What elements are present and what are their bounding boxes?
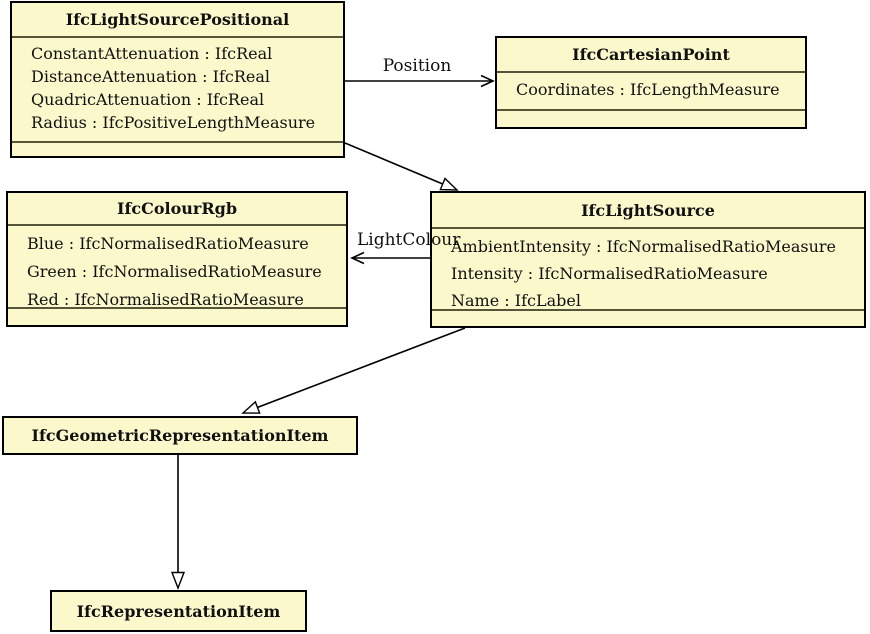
class-title: IfcLightSourcePositional (12, 3, 343, 38)
class-title: IfcGeometricRepresentationItem (31, 426, 329, 445)
class-operations-empty (12, 141, 343, 156)
class-attribute: Radius : IfcPositiveLengthMeasure (31, 113, 316, 132)
class-attributes: AmbientIntensity : IfcNormalisedRatioMea… (432, 229, 864, 309)
class-box-ifcrepresentationitem: IfcRepresentationItem (50, 590, 307, 632)
inheritance-line-lightsourcepositional-to-lightsource (344, 142, 459, 191)
class-attribute: Coordinates : IfcLengthMeasure (516, 80, 780, 99)
class-operations-empty (497, 109, 805, 127)
class-attributes: Blue : IfcNormalisedRatioMeasure Green :… (8, 226, 346, 307)
class-attribute: DistanceAttenuation : IfcReal (31, 67, 271, 86)
class-title: IfcRepresentationItem (76, 601, 281, 621)
class-title: IfcLightSource (432, 193, 864, 229)
class-operations-empty (8, 307, 346, 325)
class-box-ifclightsourcepositional: IfcLightSourcePositional ConstantAttenua… (10, 1, 345, 158)
class-attribute: ConstantAttenuation : IfcReal (31, 44, 273, 63)
class-title: IfcCartesianPoint (497, 38, 805, 73)
class-box-ifccartesianpoint: IfcCartesianPoint Coordinates : IfcLengt… (495, 36, 807, 129)
class-attribute: Blue : IfcNormalisedRatioMeasure (27, 234, 309, 253)
class-attribute: AmbientIntensity : IfcNormalisedRatioMea… (451, 237, 836, 256)
class-attribute: Red : IfcNormalisedRatioMeasure (27, 290, 304, 307)
class-box-ifclightsource: IfcLightSource AmbientIntensity : IfcNor… (430, 191, 866, 328)
class-attribute: Intensity : IfcNormalisedRatioMeasure (451, 264, 768, 283)
edge-label-position: Position (382, 56, 452, 76)
class-attribute: Name : IfcLabel (451, 291, 581, 309)
edge-label-lightcolour: LightColour (357, 230, 461, 250)
class-attributes: ConstantAttenuation : IfcReal DistanceAt… (12, 38, 343, 141)
class-title: IfcColourRgb (8, 193, 346, 226)
class-box-ifccolourrgb: IfcColourRgb Blue : IfcNormalisedRatioMe… (6, 191, 348, 327)
inheritance-line-lightsource-to-geometricrepresentationitem (241, 327, 466, 414)
class-operations-empty (432, 309, 864, 326)
class-attributes: Coordinates : IfcLengthMeasure (497, 73, 805, 109)
class-attribute: Green : IfcNormalisedRatioMeasure (27, 262, 322, 281)
class-attribute: QuadricAttenuation : IfcReal (31, 90, 265, 109)
class-box-ifcgeometricrepresentationitem: IfcGeometricRepresentationItem (2, 416, 358, 455)
